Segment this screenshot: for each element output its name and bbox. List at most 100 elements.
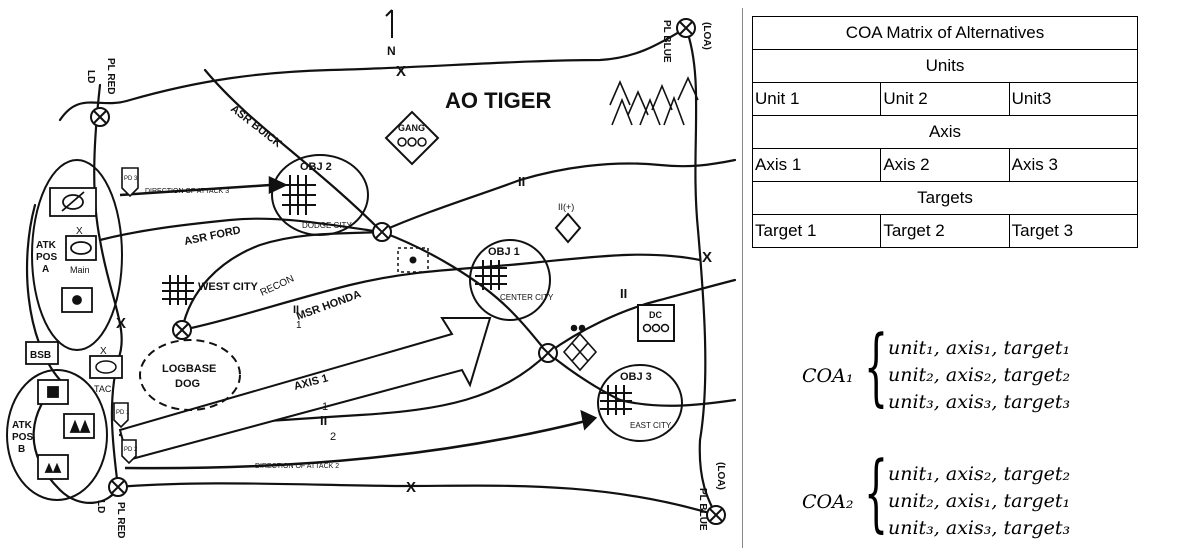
msr-honda-route	[180, 253, 702, 332]
checkpoint-marker	[90, 107, 110, 127]
boundary-2: 2	[330, 431, 336, 443]
asr-buick-label: ASR BUICK	[228, 103, 284, 150]
logbase-dog-circle	[139, 339, 241, 411]
obj-1-label: OBJ 1	[488, 246, 520, 258]
vertical-divider	[742, 8, 743, 548]
main-label: Main	[70, 265, 90, 275]
pl-red-bottom-label: PL RED	[115, 502, 126, 539]
obj-1-circle	[469, 239, 551, 321]
checkpoint-marker	[172, 320, 192, 340]
obj-2-circle	[271, 154, 369, 236]
brigade-boundary	[378, 158, 737, 234]
unit-cell: Unit 1	[751, 82, 882, 116]
x-bottom: X	[406, 479, 416, 496]
center-ii: II	[320, 413, 327, 428]
recon-number: 1	[296, 320, 302, 331]
ii-plus-unit-symbol: II(+)	[554, 202, 582, 244]
coa-1-line: unit₂, axis₂, target₂	[888, 364, 1071, 386]
loa-bottom-label: (LOA)	[715, 462, 726, 490]
top-boundary	[58, 26, 688, 122]
dc-unit-symbol: DC	[637, 304, 675, 342]
logbase-label: LOGBASE	[162, 363, 216, 375]
dotted-unit-symbol	[397, 247, 429, 273]
atk-pos-b-line-1: ATK	[12, 420, 33, 431]
pd-1-marker	[113, 402, 129, 429]
atk-pos-a-symbols	[49, 187, 97, 313]
atk-pos-a-line-1: ATK	[36, 240, 57, 251]
checkpoint-marker	[108, 477, 128, 497]
east-city-grid	[600, 385, 632, 415]
recon-label: RECON	[259, 273, 296, 298]
atk-pos-a-oval	[31, 159, 123, 351]
gang-unit-symbol: GANG	[384, 110, 440, 166]
pd-3-marker	[121, 167, 139, 198]
svg-text:PD 3: PD 3	[124, 176, 138, 182]
central-road	[380, 230, 550, 355]
x-top: X	[396, 63, 406, 80]
pl-blue-line	[684, 26, 718, 517]
atk-pos-a-line-2: POS	[36, 252, 57, 263]
target-cell: Target 3	[1008, 214, 1139, 248]
upper-road	[98, 217, 384, 242]
north-label: N	[387, 44, 396, 58]
axis-cell: Axis 2	[880, 148, 1010, 182]
recon-ii: II	[293, 304, 299, 316]
bsb-symbol: BSB	[25, 341, 59, 365]
north-arrow-icon	[385, 9, 393, 38]
checkpoint-marker	[676, 18, 696, 38]
atk-pos-b-symbols	[37, 379, 95, 480]
unit-cell: Unit3	[1008, 82, 1139, 116]
svg-text:BSB: BSB	[30, 350, 51, 361]
pl-blue-top-label: PL BLUE	[661, 20, 672, 63]
west-city-grid	[162, 275, 194, 305]
x-right: X	[702, 249, 712, 266]
target-cell: Target 2	[880, 214, 1010, 248]
ao-title: AO TIGER	[445, 88, 551, 113]
msr-honda-label: MSR HONDA	[295, 288, 363, 322]
x-left: X	[116, 315, 126, 332]
coa-matrix-table: COA Matrix of Alternatives Units Unit 1 …	[751, 16, 1139, 248]
asr-ford-label: ASR FORD	[183, 224, 242, 248]
dodge-city-grid	[282, 175, 316, 215]
obj-3-circle	[597, 364, 683, 442]
coa-2-brace: {	[864, 443, 889, 541]
axis-1-arrow	[118, 317, 492, 462]
atk-pos-b-line-2: POS	[12, 432, 33, 443]
dog-label: DOG	[175, 378, 200, 390]
center-city-label: CENTER CITY	[500, 293, 554, 302]
coa-1-label: COA₁	[802, 365, 854, 387]
bottom-boundary	[116, 482, 718, 517]
asr-ford-route	[180, 230, 384, 332]
coa-1-line: unit₁, axis₁, target₁	[888, 337, 1071, 359]
boundary-1: 1	[322, 401, 328, 413]
operations-map: N GANG DC II(+) BS	[6, 9, 737, 539]
direction-of-attack-2-label: DIRECTION OF ATTACK 2	[255, 463, 339, 470]
left-boundary	[25, 203, 120, 505]
atk-pos-a-line-3: A	[42, 264, 49, 275]
center-city-grid	[475, 260, 507, 290]
obj-2-label: OBJ 2	[300, 161, 332, 173]
coa-1-line: unit₃, axis₃, target₃	[888, 391, 1071, 413]
targets-header: Targets	[752, 181, 1138, 215]
asr-buick-route	[203, 68, 384, 234]
svg-text:II(+): II(+)	[558, 202, 574, 212]
direction-of-attack-2-arrow	[124, 409, 598, 470]
units-header: Units	[752, 49, 1138, 83]
gang-ii: II	[518, 174, 525, 189]
mountain-symbols	[609, 76, 699, 126]
atk-pos-b-oval	[6, 369, 108, 501]
axis-header: Axis	[752, 115, 1138, 149]
ld-top-label: LD	[85, 70, 96, 83]
dodge-city-label: DODGE CITY	[302, 221, 352, 230]
coa-2-line: unit₃, axis₃, target₃	[888, 517, 1071, 539]
unit-cell: Unit 2	[880, 82, 1010, 116]
coa-1-definition: COA₁ { unit₁, axis₁, target₁ unit₂, axis…	[802, 320, 1142, 422]
coa-2-definition: COA₂ { unit₁, axis₂, target₂ unit₂, axis…	[802, 446, 1142, 548]
x-tac: X	[100, 346, 107, 357]
atk-pos-b-line-3: B	[18, 444, 25, 455]
pl-red-line	[93, 83, 123, 489]
svg-text:PD 1: PD 1	[116, 410, 130, 416]
target-cell: Target 1	[751, 214, 882, 248]
pd-2-marker	[121, 439, 137, 465]
pl-blue-bottom-label: PL BLUE	[697, 488, 708, 531]
